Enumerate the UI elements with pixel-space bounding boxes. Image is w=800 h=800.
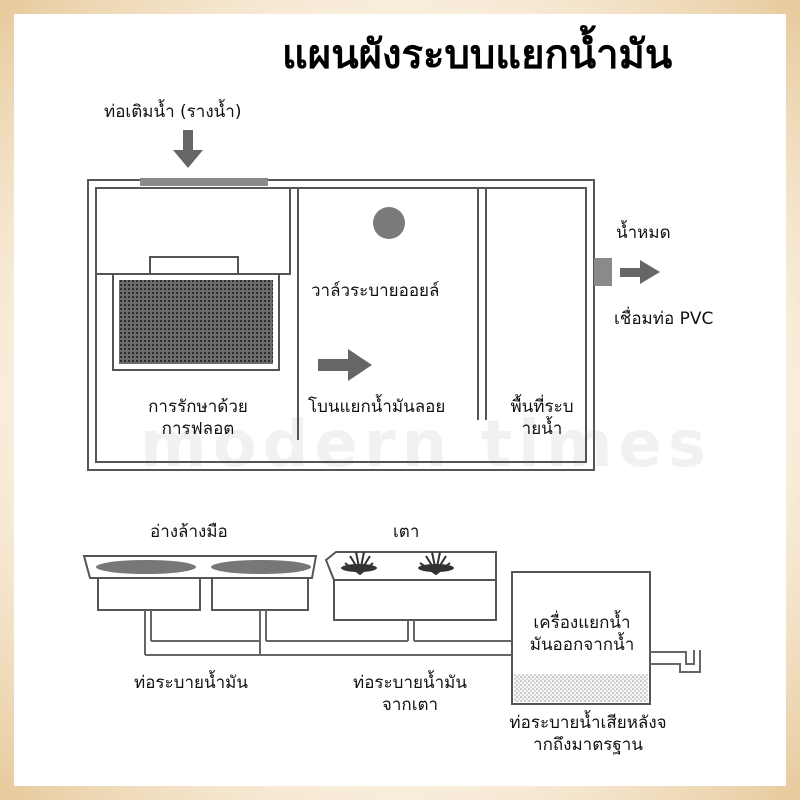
inlet-arrow-icon [173, 130, 203, 168]
oil-valve-label: วาล์วระบายออยล์ [311, 281, 440, 301]
drain-out-label: น้ำหมด [616, 223, 671, 243]
hand-sink [82, 555, 318, 611]
oil-drain-pipe-label: ท่อระบายน้ำมัน [134, 673, 248, 693]
float-treatment-line-2: การฟลอต [161, 419, 235, 439]
drain-area-label: พื้นที่ระบ ายน้ำ [490, 396, 594, 440]
drain-area-line-1: พื้นที่ระบ [510, 397, 574, 417]
grease-separator-label: เครื่องแยกน้ำ มันออกจากน้ำ [512, 612, 652, 656]
stove-drain-pipe-line-2: จากเตา [381, 695, 439, 715]
oil-valve-icon [373, 207, 405, 239]
float-treatment-label: การรักษาด้วย การฟลอต [118, 396, 278, 440]
drain-pipes [144, 610, 512, 656]
float-filter-basket [112, 256, 280, 371]
grease-separator-line-2: มันออกจากน้ำ [529, 635, 635, 655]
stove [324, 551, 497, 621]
sink-label: อ่างล้างมือ [150, 522, 228, 542]
outlet-pipe [594, 258, 612, 286]
pvc-connection-label: เชื่อมท่อ PVC [614, 309, 714, 329]
page-title: แผนผังระบบแยกน้ำมัน [282, 32, 673, 78]
waste-drain-pipe-line-1: ท่อระบายน้ำเสียหลังจ [509, 713, 667, 733]
grease-separator-tank [511, 571, 701, 705]
stove-label: เตา [393, 522, 420, 542]
grease-separator-line-1: เครื่องแยกน้ำ [533, 613, 631, 633]
waste-drain-pipe-line-2: ากถึงมาตรฐาน [533, 735, 643, 755]
water-inlet-label: ท่อเติมน้ำ (รางน้ำ) [104, 102, 242, 122]
waste-drain-pipe-label: ท่อระบายน้ำเสียหลังจ ากถึงมาตรฐาน [478, 712, 698, 756]
inlet-opening [140, 178, 268, 186]
stove-drain-pipe-label: ท่อระบายน้ำมัน จากเตา [330, 672, 490, 716]
stove-drain-pipe-line-1: ท่อระบายน้ำมัน [353, 673, 467, 693]
drain-area-line-2: ายน้ำ [521, 419, 563, 439]
float-treatment-line-1: การรักษาด้วย [148, 397, 248, 417]
flow-arrow-icon [318, 349, 372, 381]
float-oil-separator-label: โบนแยกน้ำมันลอย [308, 397, 446, 417]
separator-tank [87, 179, 595, 471]
outlet-arrow-icon [620, 260, 660, 284]
